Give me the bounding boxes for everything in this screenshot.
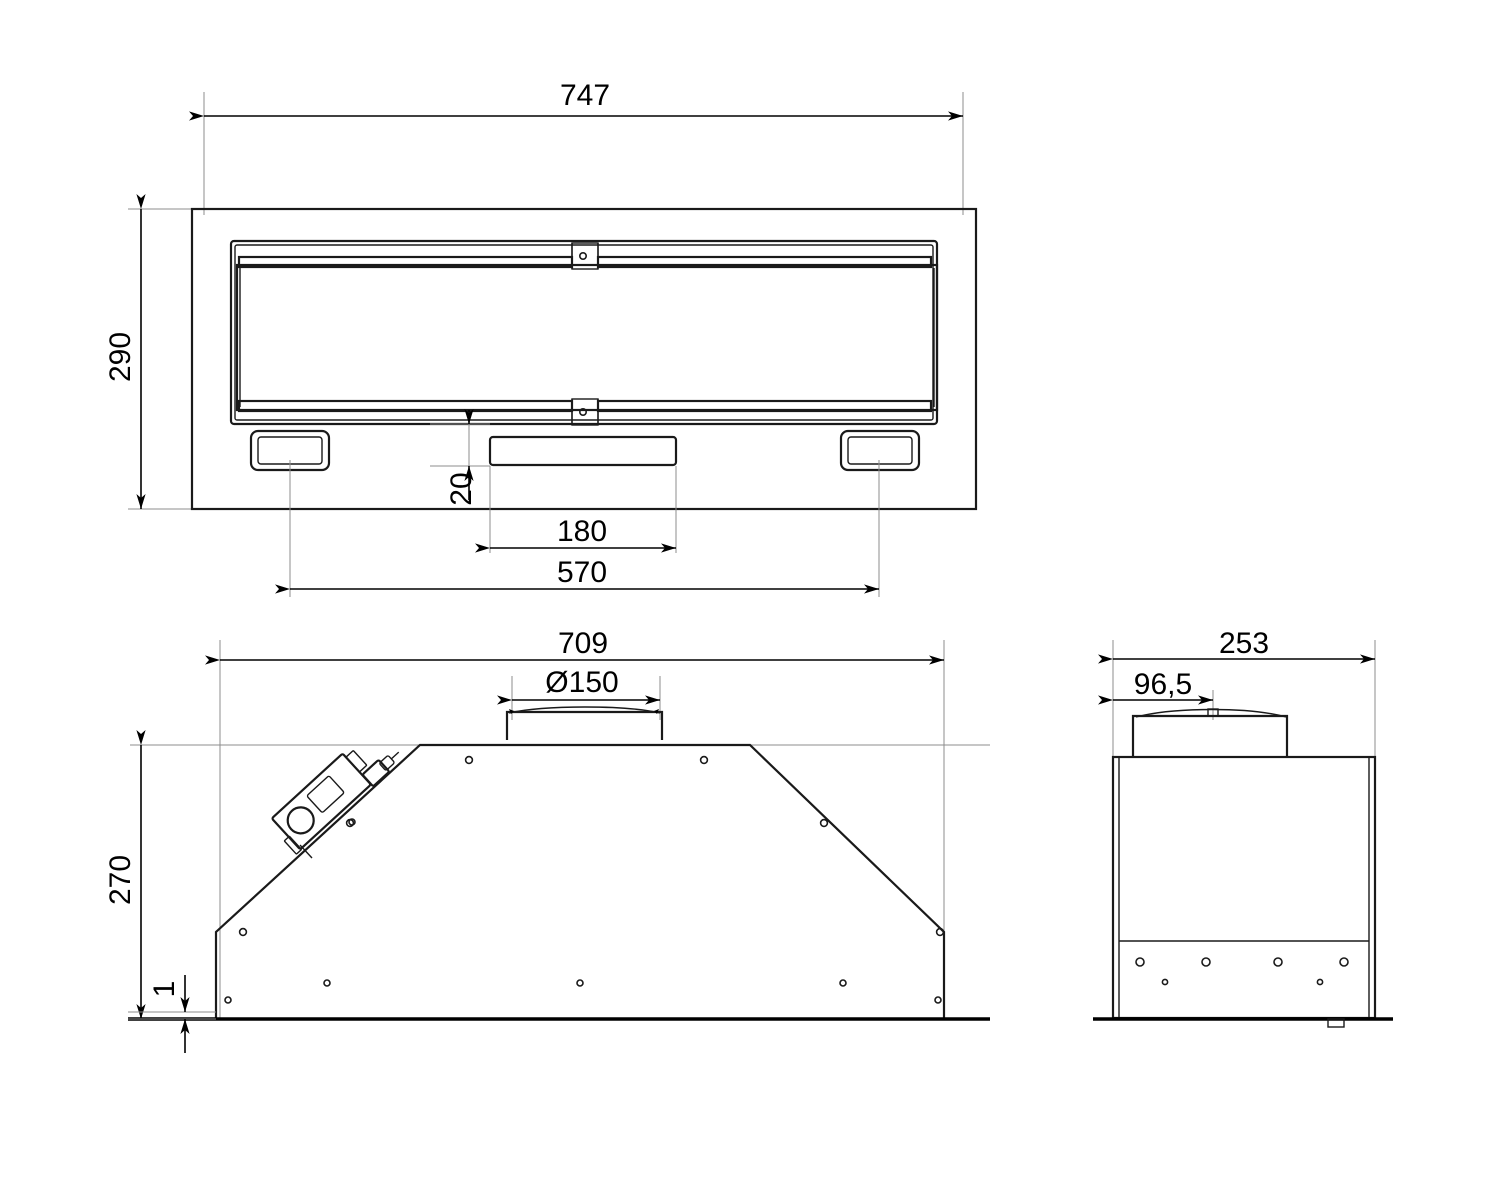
- dim-lamp-span: 570: [557, 556, 607, 589]
- side-view-geometry: [1093, 640, 1393, 1028]
- cable-connector: [362, 751, 400, 787]
- dim-duct-offset: 96,5: [1134, 668, 1192, 701]
- dim-vent-width: 180: [557, 515, 607, 548]
- dim-base-thickness: 1: [148, 981, 181, 998]
- dim-front-height: 290: [104, 332, 137, 382]
- dim-vent-offset: 20: [445, 472, 478, 505]
- dim-section-width: 709: [558, 627, 608, 660]
- front-view-geometry: [128, 92, 978, 597]
- dim-side-depth: 253: [1219, 627, 1269, 660]
- control-box: [271, 750, 372, 855]
- dim-duct-diameter: Ø150: [545, 666, 618, 699]
- dim-section-height: 270: [104, 855, 137, 905]
- section-view-geometry: [128, 640, 990, 1053]
- dim-front-width: 747: [560, 79, 610, 112]
